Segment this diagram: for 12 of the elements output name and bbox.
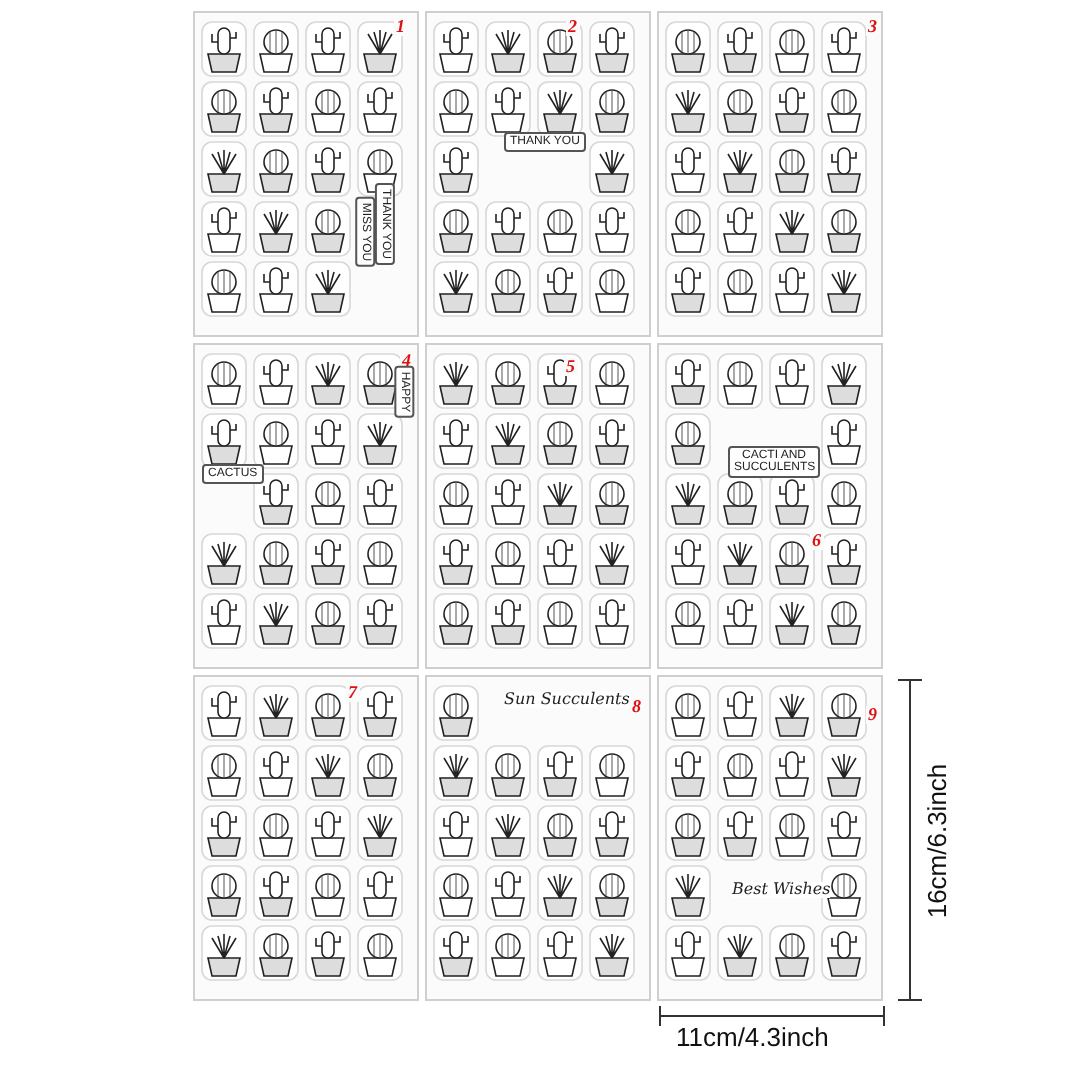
stamp-text: Best Wishes [732, 882, 831, 898]
dimension-label: 16cm/6.3inch [923, 762, 950, 918]
sheet-number: 1 [394, 18, 407, 36]
sheet-number: 3 [866, 18, 879, 36]
stamp-text: Sun Succulents [504, 692, 630, 708]
sheet-number: 8 [630, 698, 643, 716]
sheet-number: 6 [810, 532, 823, 550]
sheet-number: 7 [346, 684, 359, 702]
sheet-number: 5 [564, 358, 577, 376]
sheet-number: 2 [566, 18, 579, 36]
dimension-label: 11cm/4.3inch [676, 1024, 829, 1050]
sheet-number: 9 [866, 706, 879, 724]
